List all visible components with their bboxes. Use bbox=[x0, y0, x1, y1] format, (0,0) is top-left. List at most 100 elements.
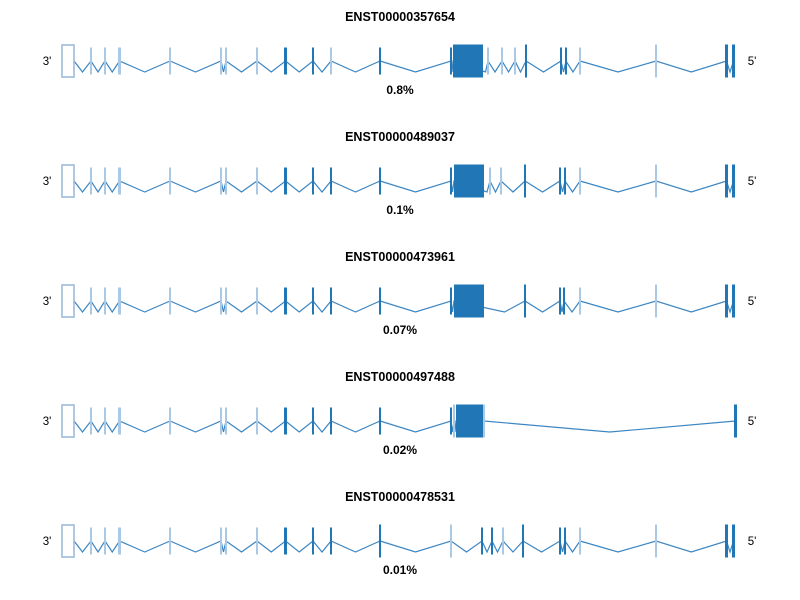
exon-tick bbox=[104, 287, 106, 315]
exon-tick bbox=[559, 167, 561, 195]
exon-open-box bbox=[61, 404, 75, 438]
exon-tick bbox=[725, 524, 728, 558]
exon-tick bbox=[522, 524, 524, 558]
exon-tick bbox=[734, 404, 737, 438]
exon-tick bbox=[725, 44, 728, 78]
exon-tick bbox=[225, 527, 227, 555]
exon-tick bbox=[104, 167, 106, 195]
exon-tick bbox=[655, 284, 657, 318]
exon-tick bbox=[284, 527, 287, 555]
exon-tick bbox=[312, 407, 314, 435]
exon-tick bbox=[514, 47, 516, 75]
exon-tick bbox=[579, 47, 581, 75]
exon-tick bbox=[169, 47, 171, 75]
exon-tick bbox=[655, 44, 657, 78]
three-prime-label: 3' bbox=[43, 536, 52, 548]
exon-tick bbox=[312, 527, 314, 555]
exon-tick bbox=[312, 47, 314, 75]
exon-tick bbox=[220, 527, 222, 555]
exon-tick bbox=[330, 47, 332, 75]
exon-tick bbox=[256, 287, 258, 315]
intron-path bbox=[73, 539, 735, 554]
exon-tick bbox=[220, 407, 222, 435]
exon-tick bbox=[90, 167, 92, 195]
exon-tick bbox=[655, 164, 657, 198]
exon-tick bbox=[169, 167, 171, 195]
exon-tick bbox=[330, 167, 332, 195]
exon-tick bbox=[90, 47, 92, 75]
exon-tick bbox=[169, 527, 171, 555]
exon-tick bbox=[524, 284, 526, 318]
five-prime-label: 5' bbox=[748, 416, 757, 428]
exon-tick bbox=[379, 407, 381, 435]
exon-tick bbox=[284, 407, 287, 435]
exon-tick bbox=[330, 287, 332, 315]
exon-large-box bbox=[454, 164, 484, 198]
exon-tick bbox=[565, 47, 567, 75]
exon-tick bbox=[579, 287, 581, 315]
exon-tick bbox=[725, 284, 728, 318]
exon-tick bbox=[330, 527, 332, 555]
exon-tick bbox=[90, 407, 92, 435]
exon-tick bbox=[284, 47, 287, 75]
exon-tick bbox=[725, 164, 728, 198]
exon-tick bbox=[225, 407, 227, 435]
exon-tick bbox=[453, 404, 455, 438]
exon-tick bbox=[450, 167, 452, 195]
exon-tick bbox=[491, 527, 493, 555]
exon-tick bbox=[379, 524, 381, 558]
exon-open-box bbox=[61, 524, 75, 558]
transcript-id: ENST00000473961 bbox=[345, 250, 455, 264]
exon-tick bbox=[312, 287, 314, 315]
exon-tick bbox=[489, 167, 491, 195]
exon-tick bbox=[563, 287, 565, 315]
five-prime-label: 5' bbox=[748, 536, 757, 548]
exon-tick bbox=[118, 527, 121, 555]
exon-tick bbox=[220, 287, 222, 315]
exon-tick bbox=[559, 287, 561, 315]
exon-open-box bbox=[61, 164, 75, 198]
exon-tick bbox=[450, 407, 452, 435]
exon-tick bbox=[312, 167, 314, 195]
usage-percent: 0.01% bbox=[383, 563, 417, 577]
exon-tick bbox=[579, 167, 581, 195]
exon-tick bbox=[169, 407, 171, 435]
exon-tick bbox=[564, 167, 566, 195]
exon-tick bbox=[579, 527, 581, 555]
exon-tick bbox=[256, 527, 258, 555]
intron-path bbox=[73, 419, 736, 434]
three-prime-label: 3' bbox=[43, 296, 52, 308]
exon-tick bbox=[118, 47, 121, 75]
usage-percent: 0.02% bbox=[383, 443, 417, 457]
exon-large-box bbox=[456, 404, 483, 438]
exon-tick bbox=[118, 287, 121, 315]
exon-tick bbox=[559, 527, 561, 555]
exon-tick bbox=[732, 524, 735, 558]
exon-tick bbox=[502, 527, 504, 555]
exon-tick bbox=[225, 167, 227, 195]
exon-tick bbox=[524, 164, 526, 198]
exon-tick bbox=[118, 407, 121, 435]
exon-tick bbox=[487, 47, 489, 75]
exon-open-box bbox=[61, 284, 75, 318]
exon-tick bbox=[90, 287, 92, 315]
exon-tick bbox=[501, 47, 503, 75]
exon-tick bbox=[256, 167, 258, 195]
transcript-id: ENST00000489037 bbox=[345, 130, 455, 144]
five-prime-label: 5' bbox=[748, 296, 757, 308]
intron-path bbox=[73, 299, 735, 314]
exon-tick bbox=[225, 287, 227, 315]
exon-tick bbox=[90, 527, 92, 555]
exon-large-box bbox=[454, 284, 484, 318]
exon-tick bbox=[564, 527, 566, 555]
exon-tick bbox=[481, 527, 483, 555]
